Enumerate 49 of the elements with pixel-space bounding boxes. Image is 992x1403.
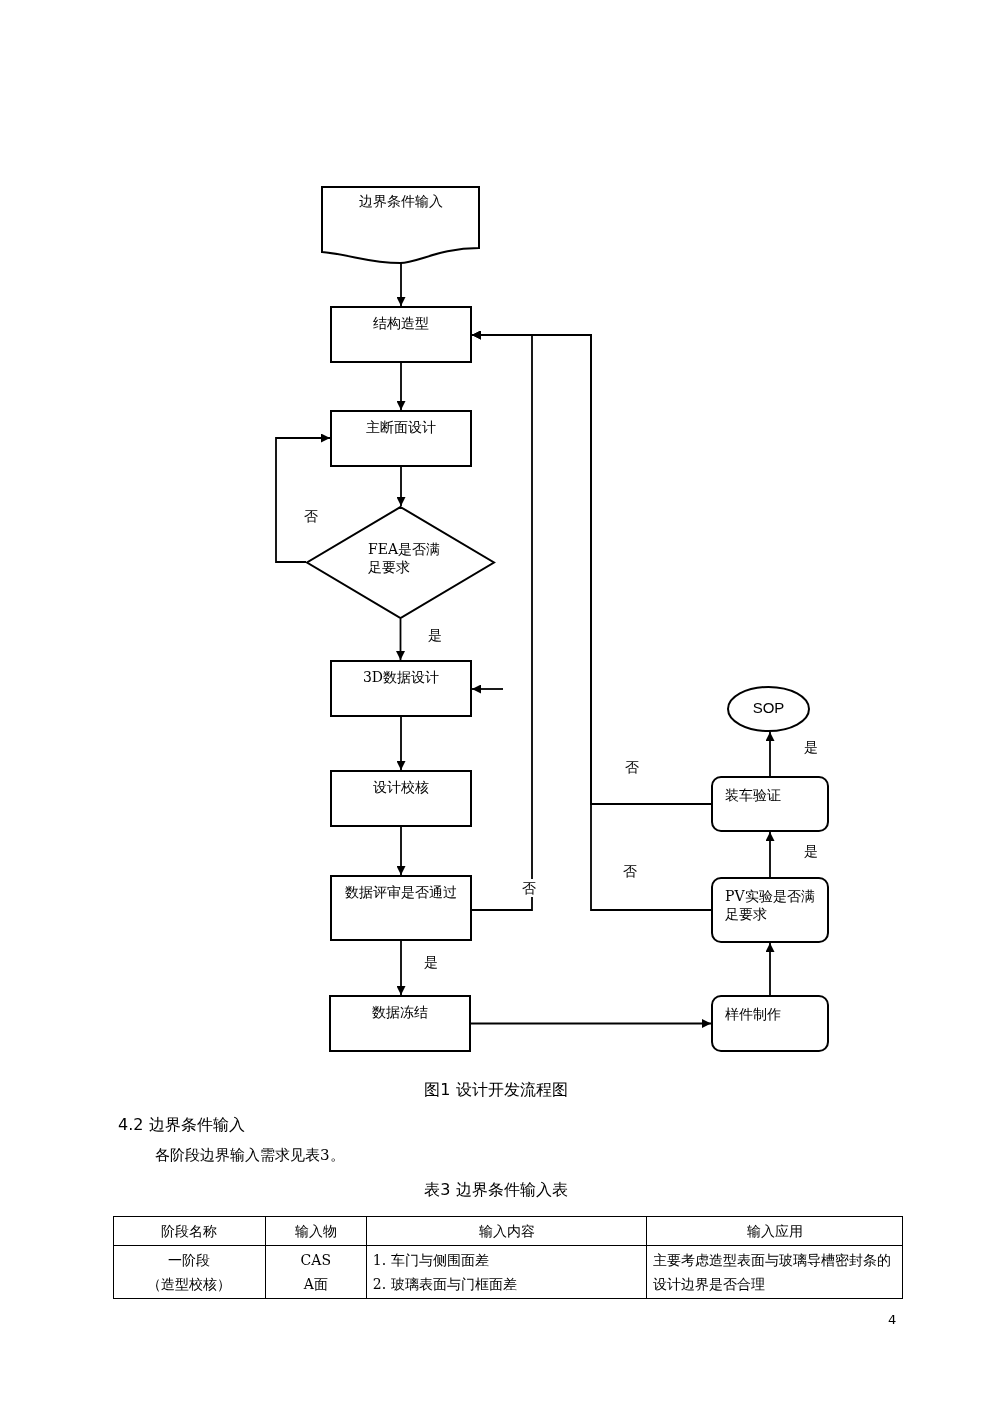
edge-label: 是 xyxy=(802,842,820,860)
table-text: CAS xyxy=(299,1251,332,1270)
terminal-ellipse: SOP xyxy=(727,686,810,732)
process-box: 数据评审是否通过 xyxy=(330,875,472,941)
table-text: 阶段名称 xyxy=(160,1222,219,1241)
arrow xyxy=(275,433,331,563)
process-box: 3D数据设计 xyxy=(330,660,472,717)
table-text: 2. 玻璃表面与门框面差 xyxy=(372,1275,518,1294)
table-text: 主要考虑造型表面与玻璃导槽密封条的设计边界是否合理 xyxy=(653,1251,893,1294)
process-box: 结构造型 xyxy=(330,306,472,363)
rounded-box: 装车验证 xyxy=(711,776,829,832)
document-shape: 边界条件输入 xyxy=(321,186,480,264)
process-box: 数据冻结 xyxy=(329,995,471,1052)
page-number: 4 xyxy=(888,1312,897,1327)
arrow xyxy=(396,716,406,771)
arrow xyxy=(396,466,406,507)
arrow xyxy=(765,831,775,878)
edge-label: 否 xyxy=(302,507,320,525)
figure-caption: 图1 设计开发流程图 xyxy=(423,1080,569,1101)
edge-label: 否 xyxy=(621,862,639,880)
table-text: A面 xyxy=(302,1275,329,1294)
edge-label: 是 xyxy=(426,626,444,644)
table-text: 输入物 xyxy=(293,1222,338,1241)
arrow xyxy=(765,942,775,996)
edge-label: 否 xyxy=(520,879,538,897)
section-heading: 4.2 边界条件输入 xyxy=(118,1115,245,1136)
arrow xyxy=(396,940,406,996)
arrow xyxy=(471,684,504,694)
arrow xyxy=(470,1019,712,1028)
arrow xyxy=(396,261,406,307)
table-text: 一阶段 xyxy=(167,1251,212,1270)
rounded-box: 样件制作 xyxy=(711,995,829,1052)
rounded-box: PV实验是否满足要求 xyxy=(711,877,829,943)
edge-label: 是 xyxy=(422,953,440,971)
process-box: 设计校核 xyxy=(330,770,472,827)
arrow xyxy=(396,362,406,411)
edge-label: 否 xyxy=(623,758,641,776)
table-text: 1. 车门与侧围面差 xyxy=(372,1251,490,1270)
arrow xyxy=(471,330,712,911)
arrow xyxy=(396,826,406,876)
table-title: 表3 边界条件输入表 xyxy=(423,1180,569,1201)
arrow xyxy=(765,731,775,777)
table-text: （造型校核） xyxy=(146,1275,233,1294)
paragraph: 各阶段边界输入需求见表3。 xyxy=(155,1146,345,1165)
arrow xyxy=(396,618,405,661)
table-text: 输入应用 xyxy=(745,1222,804,1241)
edge-label: 是 xyxy=(802,738,820,756)
table-text: 输入内容 xyxy=(477,1222,536,1241)
process-box: 主断面设计 xyxy=(330,410,472,467)
